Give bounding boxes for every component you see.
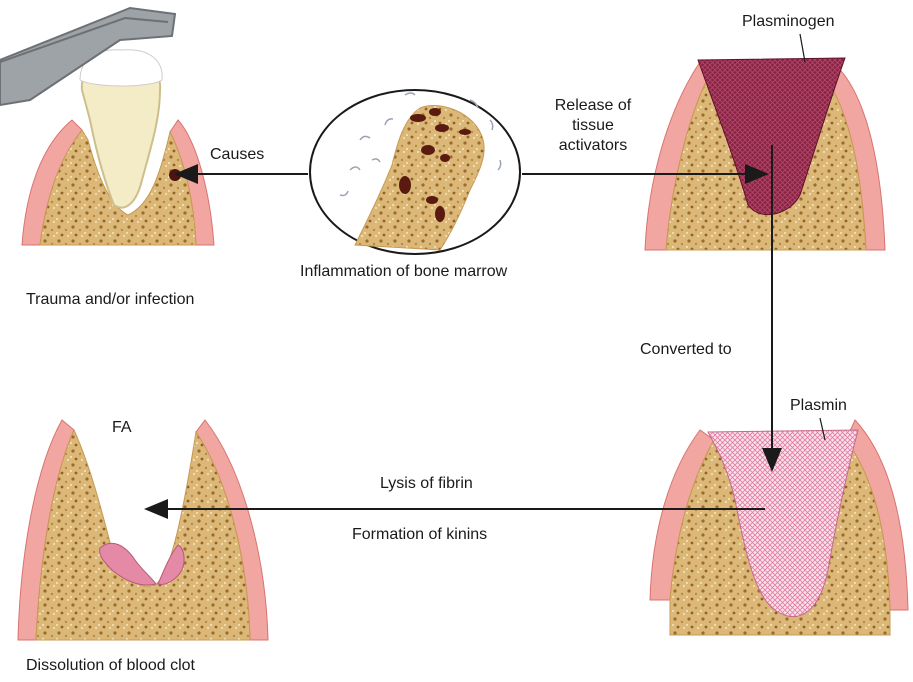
trauma-socket-illustration <box>0 8 214 245</box>
dissolved-clot-socket-illustration <box>18 420 268 640</box>
label-dissolution: Dissolution of blood clot <box>26 656 195 676</box>
plasminogen-socket-illustration <box>645 34 885 250</box>
label-release-line2: tissue <box>528 116 658 136</box>
label-plasminogen: Plasminogen <box>742 12 835 32</box>
label-fa: FA <box>112 418 132 438</box>
label-plasmin: Plasmin <box>790 396 847 416</box>
label-trauma: Trauma and/or infection <box>26 290 194 310</box>
label-release-line3: activators <box>528 136 658 156</box>
bone-marrow-inflammation-illustration <box>310 90 520 254</box>
label-release: Release of tissue activators <box>528 96 658 156</box>
label-inflammation: Inflammation of bone marrow <box>300 262 507 282</box>
plasmin-socket-illustration <box>650 418 908 635</box>
label-lysis: Lysis of fibrin <box>380 474 473 494</box>
label-causes: Causes <box>210 145 264 165</box>
label-release-line1: Release of <box>528 96 658 116</box>
label-kinins: Formation of kinins <box>352 525 487 545</box>
label-converted: Converted to <box>640 340 732 360</box>
plasminogen-pointer <box>800 34 805 62</box>
